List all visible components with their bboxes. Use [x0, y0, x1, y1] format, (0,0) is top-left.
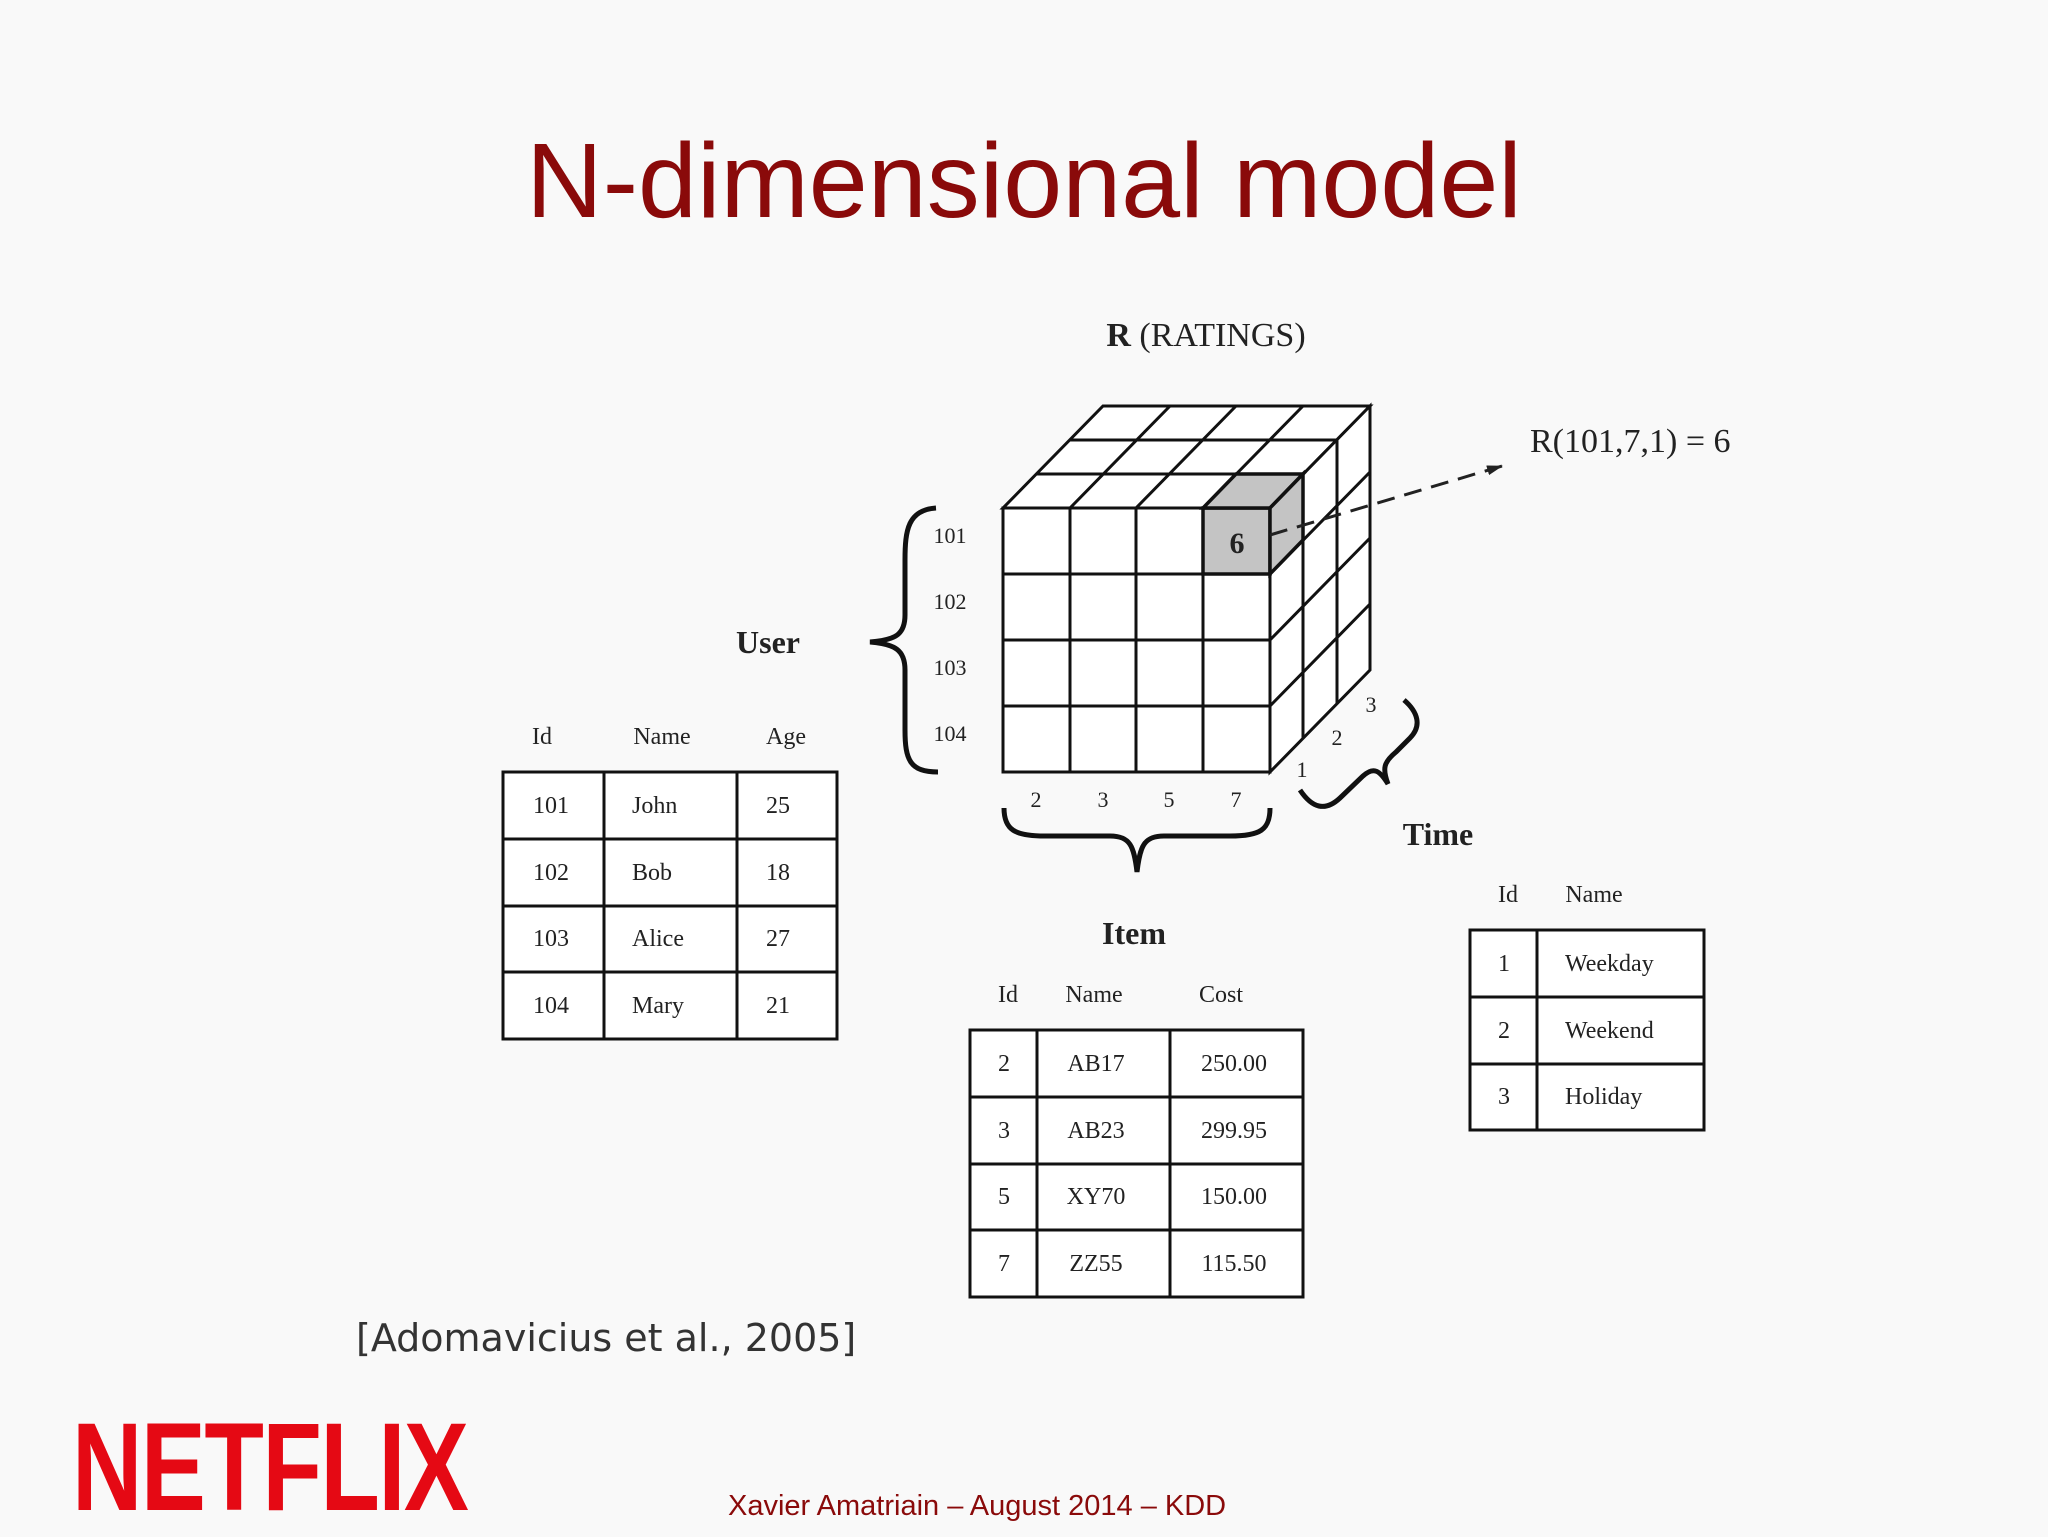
ratings-label-rest: (RATINGS) [1131, 317, 1306, 354]
user-table: Id Name Age 101 John 25 102 Bob 18 103 A… [501, 724, 839, 1041]
user-table-cell: 102 [533, 860, 569, 886]
rating-arrow [1269, 464, 1503, 537]
item-table-cell: 7 [998, 1251, 1010, 1277]
item-table-cell: 5 [998, 1184, 1010, 1210]
user-table-cell: 25 [766, 793, 790, 819]
time-axis-label: Time [1403, 816, 1474, 852]
time-table-header: Name [1565, 882, 1622, 908]
netflix-logo: NETFLIX [72, 1398, 469, 1537]
time-table-cell: 3 [1498, 1084, 1510, 1110]
time-table-cell: 1 [1498, 951, 1510, 977]
item-table-cell: ZZ55 [1069, 1251, 1122, 1277]
item-table-cell: 150.00 [1201, 1184, 1267, 1210]
item-table-cell: 115.50 [1201, 1251, 1266, 1277]
item-axis-label: Item [1102, 915, 1166, 951]
footer-credit: Xavier Amatriain – August 2014 – KDD [728, 1490, 1227, 1522]
time-table-header: Id [1498, 882, 1518, 908]
citation: [Adomavicius et al., 2005] [356, 1316, 857, 1360]
user-tick: 103 [934, 655, 967, 680]
highlighted-cell [1198, 469, 1308, 579]
item-axis-brace [1001, 807, 1273, 873]
user-axis-label: User [736, 624, 800, 660]
user-tick: 101 [934, 523, 967, 548]
time-table: Id Name 1 Weekday 2 Weekend 3 Holiday [1468, 882, 1706, 1132]
user-table-cell: 104 [533, 993, 569, 1019]
user-tick: 102 [934, 589, 967, 614]
time-tick: 3 [1366, 692, 1377, 717]
time-table-cell: 2 [1498, 1018, 1510, 1044]
time-axis-brace [1297, 698, 1420, 809]
user-table-cell: John [632, 793, 677, 819]
item-table-cell: XY70 [1067, 1184, 1126, 1210]
ratings-label-bold: R [1106, 317, 1131, 354]
user-axis-brace [869, 505, 939, 775]
time-table-cell: Weekday [1565, 951, 1654, 977]
user-table-cell: 103 [533, 926, 569, 952]
user-table-header: Id [532, 724, 552, 750]
item-table-cell: AB23 [1067, 1118, 1124, 1144]
user-table-cell: 21 [766, 993, 790, 1019]
item-table-cell: 3 [998, 1118, 1010, 1144]
user-table-cell: 101 [533, 793, 569, 819]
rating-formula: R(101,7,1) = 6 [1530, 423, 1731, 460]
item-table: Id Name Cost 2 AB17 250.00 3 AB23 299.95… [968, 982, 1305, 1299]
time-table-cell: Holiday [1565, 1084, 1642, 1110]
highlight-value: 6 [1230, 527, 1245, 560]
item-table-cell: AB17 [1067, 1051, 1124, 1077]
item-table-cell: 2 [998, 1051, 1010, 1077]
item-tick: 2 [1031, 787, 1042, 812]
time-tick: 2 [1332, 725, 1343, 750]
item-tick: 7 [1231, 787, 1242, 812]
item-table-cell: 299.95 [1201, 1118, 1267, 1144]
user-table-header: Name [633, 724, 690, 750]
item-table-header: Name [1065, 982, 1122, 1008]
ratings-label: R (RATINGS) [1106, 317, 1305, 354]
item-tick: 5 [1164, 787, 1175, 812]
time-tick: 1 [1297, 757, 1308, 782]
user-table-cell: 18 [766, 860, 790, 886]
item-table-header: Cost [1199, 982, 1243, 1008]
time-table-cell: Weekend [1565, 1018, 1654, 1044]
item-tick: 3 [1098, 787, 1109, 812]
user-table-cell: Bob [632, 860, 672, 886]
item-table-header: Id [998, 982, 1018, 1008]
item-table-cell: 250.00 [1201, 1051, 1267, 1077]
user-tick: 104 [934, 721, 967, 746]
user-table-cell: 27 [766, 926, 790, 952]
user-table-cell: Alice [632, 926, 684, 952]
user-table-header: Age [766, 724, 806, 750]
user-table-cell: Mary [632, 993, 684, 1019]
slide-title: N-dimensional model [526, 122, 1522, 240]
